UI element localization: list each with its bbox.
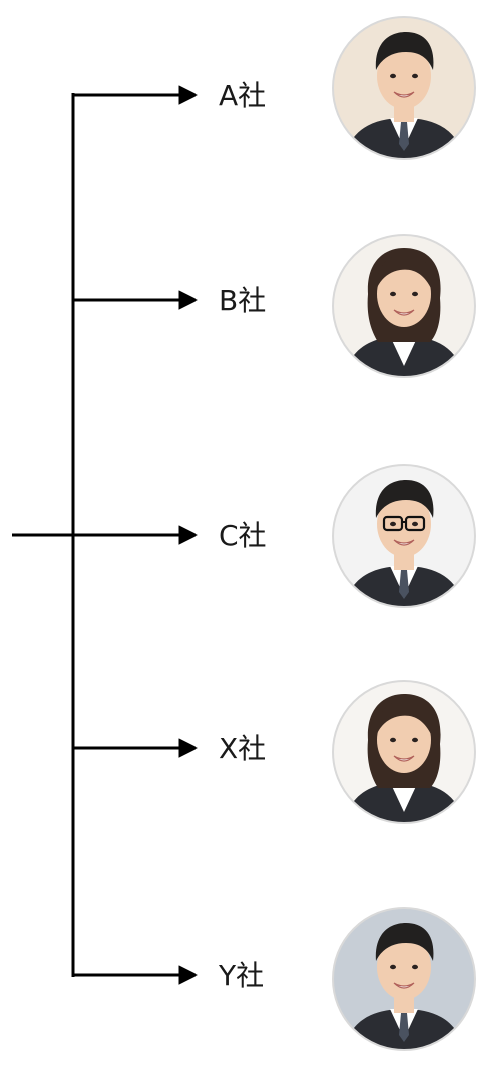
avatar-border	[332, 16, 476, 160]
hair	[375, 923, 434, 961]
avatar-company-x	[330, 678, 478, 826]
man-with-glasses-photo	[332, 464, 476, 608]
avatar-company-b	[330, 232, 478, 380]
smile	[393, 91, 415, 98]
right-eye	[412, 521, 418, 527]
company-label-a: A社	[219, 79, 267, 112]
left-eye	[390, 964, 396, 970]
company-label-x: X社	[219, 732, 267, 765]
glasses-right-lens	[404, 515, 426, 532]
avatar-border	[332, 907, 476, 1051]
smile	[393, 309, 415, 316]
company-label-y: Y社	[219, 959, 265, 992]
right-eye	[412, 291, 418, 297]
company-label-b: B社	[219, 284, 267, 317]
face	[377, 261, 431, 327]
avatar-company-y	[330, 905, 478, 1053]
left-eye	[390, 521, 396, 527]
right-eye	[412, 73, 418, 79]
smile	[393, 982, 415, 989]
necktie	[399, 1013, 409, 1042]
company-label-c: C社	[219, 519, 267, 552]
face	[377, 934, 431, 1000]
woman-in-suit-photo	[332, 680, 476, 824]
smiling-man-photo	[332, 907, 476, 1051]
smile	[393, 755, 415, 762]
necktie	[399, 570, 409, 599]
hair	[375, 480, 434, 518]
hair-fringe	[376, 700, 433, 736]
necktie	[399, 122, 409, 151]
hair	[375, 32, 434, 70]
hair-fringe	[376, 254, 433, 290]
face	[377, 491, 431, 557]
smile	[393, 539, 415, 546]
avatar-company-c	[330, 462, 478, 610]
face	[377, 707, 431, 773]
shirt-collar	[390, 782, 418, 812]
avatar-company-a	[330, 14, 478, 162]
avatar-border	[332, 234, 476, 378]
face	[377, 43, 431, 109]
right-eye	[412, 964, 418, 970]
left-eye	[390, 737, 396, 743]
right-eye	[412, 737, 418, 743]
left-eye	[390, 73, 396, 79]
left-eye	[390, 291, 396, 297]
man-in-suit-photo	[332, 16, 476, 160]
avatar-border	[332, 680, 476, 824]
shirt-collar	[390, 336, 418, 366]
avatar-border	[332, 464, 476, 608]
woman-in-suit-photo	[332, 234, 476, 378]
glasses-left-lens	[382, 515, 404, 532]
